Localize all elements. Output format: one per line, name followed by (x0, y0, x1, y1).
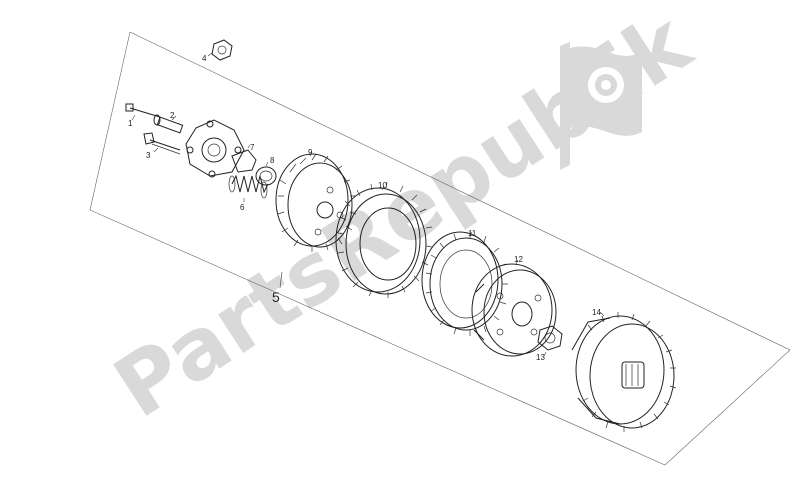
part-nut (211, 39, 233, 61)
callout-1: 1 (128, 119, 133, 128)
callout-labels: 1 2 3 4 5 6 7 8 9 10 11 12 13 14 (128, 54, 601, 362)
part-friction-disc (335, 181, 433, 298)
callout-2: 2 (170, 111, 175, 120)
callout-10: 10 (378, 181, 387, 190)
part-clutch-hub (275, 153, 357, 252)
callout-3: 3 (146, 151, 151, 160)
callout-4: 4 (202, 54, 207, 63)
part-spring (228, 174, 269, 199)
watermark: PartsRepublik (98, 0, 709, 437)
assembly-outline (89, 31, 791, 466)
leader-lines (131, 52, 605, 357)
part-washer (255, 166, 277, 186)
gear-flag-icon (560, 42, 642, 170)
part-sleeve (153, 114, 184, 134)
part-pressure-plate (185, 119, 257, 178)
part-clutch-housing (571, 312, 677, 432)
callout-14: 14 (592, 308, 601, 317)
callout-8: 8 (270, 156, 275, 165)
callout-5: 5 (272, 289, 280, 305)
part-pin (125, 103, 161, 118)
part-lock-washer (537, 325, 563, 351)
part-pressure-drum (471, 263, 557, 357)
callout-7: 7 (250, 143, 255, 152)
callout-13: 13 (536, 353, 545, 362)
callout-9: 9 (308, 148, 313, 157)
callout-6: 6 (240, 203, 245, 212)
part-steel-disc (421, 231, 508, 336)
callout-11: 11 (468, 229, 477, 238)
callout-12: 12 (514, 255, 523, 264)
part-screw (143, 132, 181, 155)
